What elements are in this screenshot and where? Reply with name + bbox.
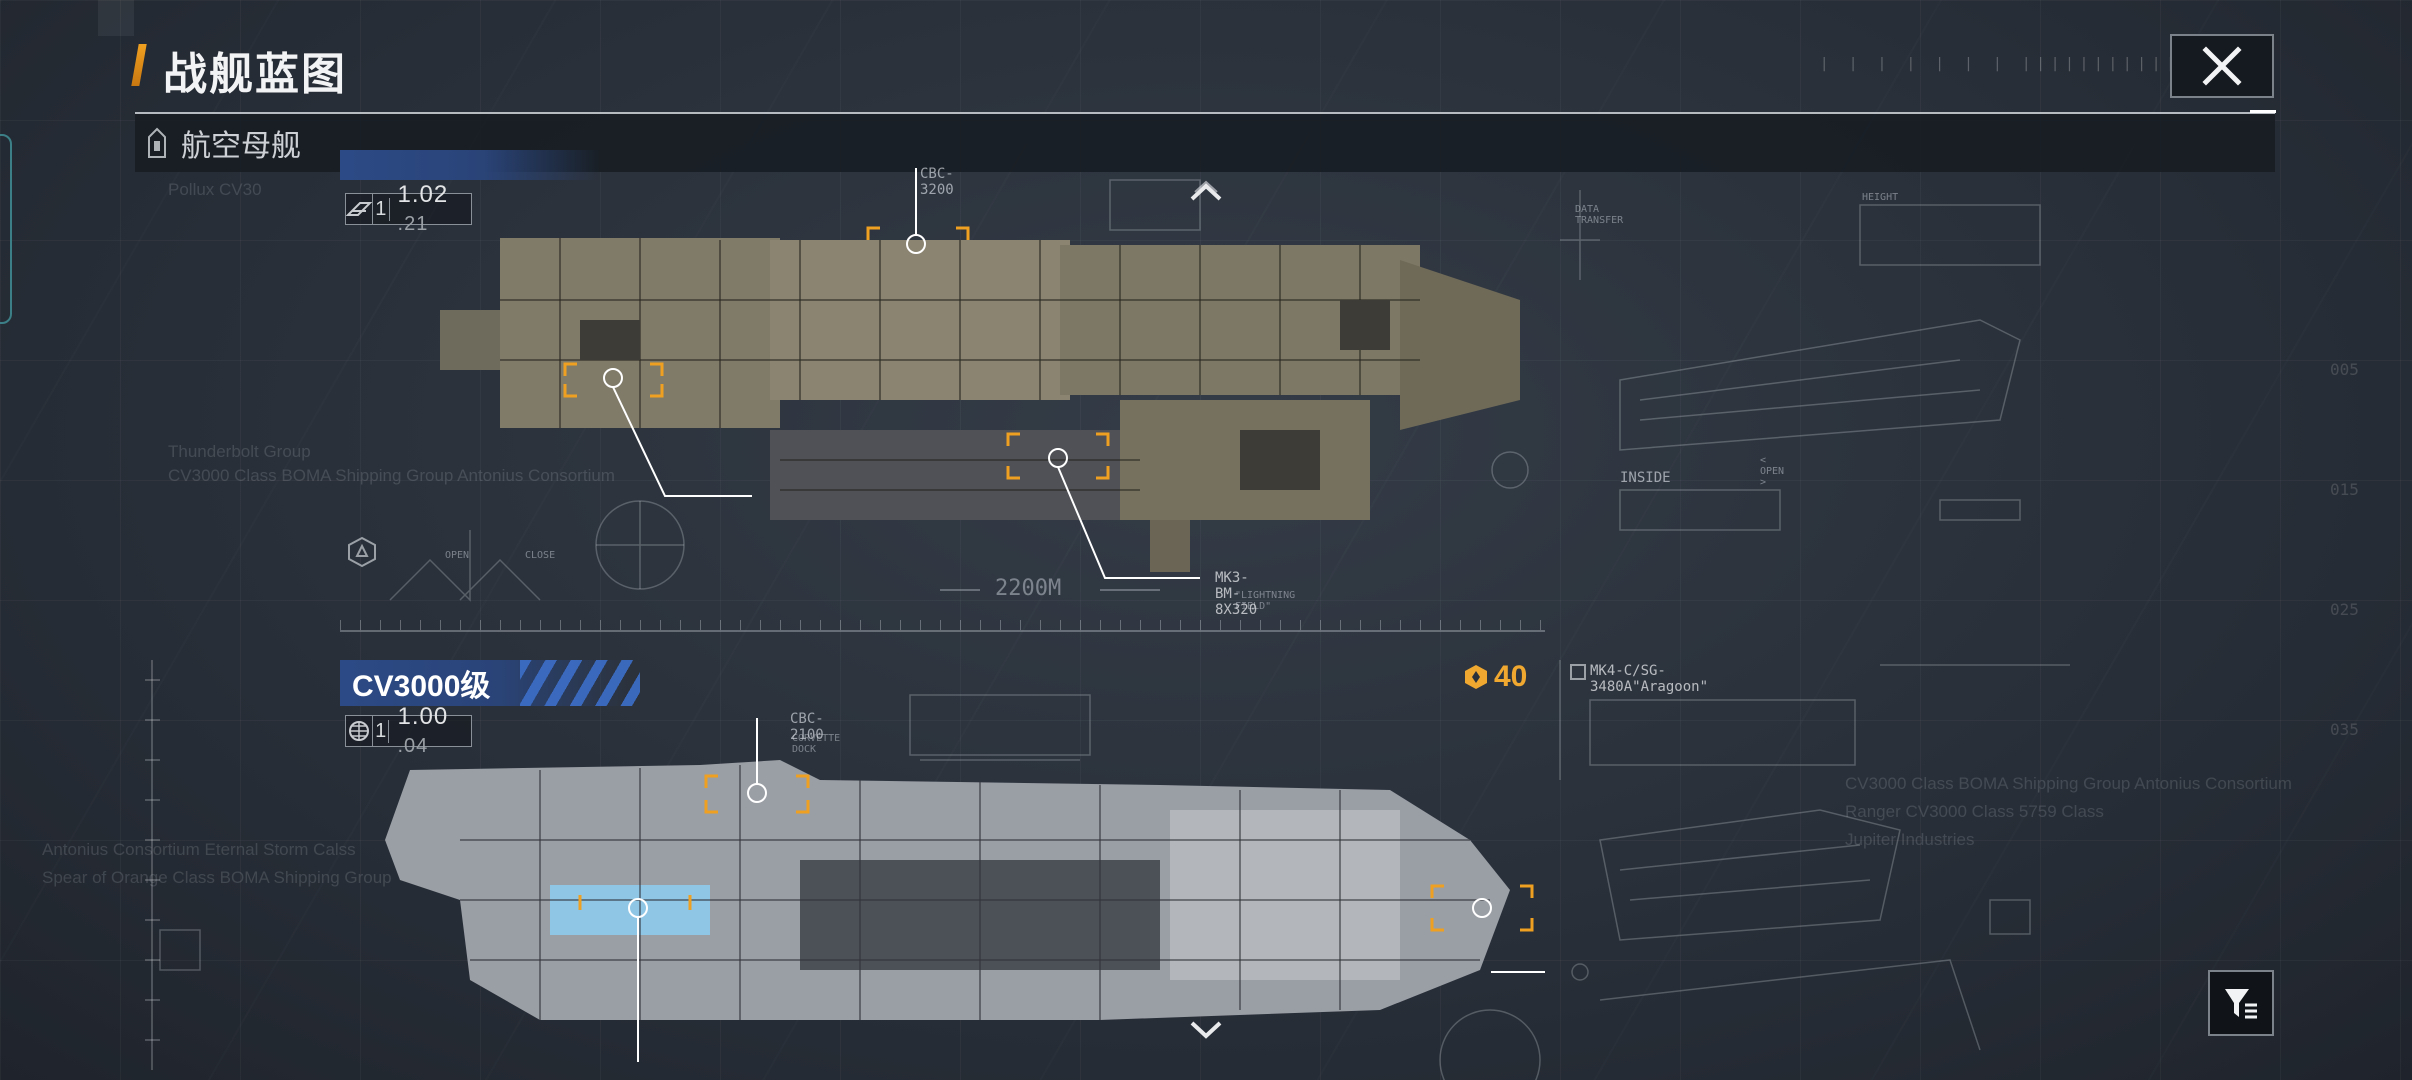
filter-icon — [2225, 989, 2257, 1019]
ship-2-power: 40 — [1462, 660, 1527, 694]
side-drawer-handle[interactable] — [0, 134, 12, 324]
ship-2-part-sub: CORVETTE DOCK — [792, 733, 841, 755]
diagram-label: OPEN — [445, 550, 470, 561]
ship-1-hull[interactable] — [440, 238, 1520, 572]
top-ghost-block — [98, 0, 134, 36]
ship-2-tier: 1 — [373, 719, 390, 743]
globe-emblem-icon — [346, 716, 373, 746]
header-divider — [135, 112, 2275, 114]
edge-tick: 015 — [2330, 480, 2359, 499]
ghost-text: Ranger CV3000 Class 5759 Class — [1845, 802, 2104, 821]
page-title: 战舰蓝图 — [163, 49, 347, 100]
close-x-icon — [2202, 46, 2242, 86]
ship-2-class-tab: CV3000级 — [340, 660, 640, 706]
chevron-down-icon — [1190, 1021, 1222, 1039]
length-ruler — [340, 620, 1545, 632]
power-emblem-icon — [1465, 665, 1487, 689]
scroll-down-button[interactable] — [1186, 1015, 1226, 1045]
ship-2-hull[interactable] — [385, 760, 1510, 1020]
scroll-up-button[interactable] — [1186, 176, 1226, 206]
ghost-text: CV3000 Class BOMA Shipping Group Antoniu… — [168, 466, 615, 485]
diagram-label: DATA TRANSFER — [1575, 204, 1624, 226]
ship-2-version-badge: 1 1.00 .04 — [345, 703, 472, 757]
ghost-text: Antonius Consortium Eternal Storm Calss — [42, 840, 356, 859]
ghost-text: Thunderbolt Group — [168, 442, 311, 461]
edge-tick: 035 — [2330, 720, 2359, 739]
carrier-icon — [148, 127, 166, 158]
ship-1-class-tab — [340, 150, 600, 180]
header-divider-cap — [2250, 110, 2276, 113]
header-barcode: | | | | | | | ||||||||||| — [1820, 56, 2181, 72]
ship-2-class-name: CV3000级 — [352, 670, 491, 703]
weapon-slot-icon — [1570, 664, 1586, 680]
ship-2-weapon-label: MK4-C/SG-3480A"Aragoon" — [1590, 663, 1709, 695]
ship-2-part-label: CBC-2100 — [790, 711, 824, 743]
edge-tick: 025 — [2330, 600, 2359, 619]
hexagon-marker-icon — [348, 536, 376, 568]
ship-1-part-label: CBC-3200 — [920, 166, 954, 198]
close-button[interactable] — [2170, 34, 2274, 98]
diagram-label: CLOSE — [525, 550, 556, 561]
ghost-text: Spear of Orange Class BOMA Shipping Grou… — [42, 868, 392, 887]
ship-1-weapon-label: MK3-BM-8X320 — [1215, 570, 1258, 618]
ghost-subtitle: Pollux CV30 — [168, 180, 262, 199]
faction-emblem-icon — [346, 194, 373, 224]
ghost-text: Jupiter Industries — [1845, 830, 1975, 849]
ship-1-weapon-sub: "LIGHTNING FIELD" — [1235, 590, 1296, 612]
ship-1-length: 2200M — [995, 576, 1062, 601]
diagram-label: INSIDE — [1620, 470, 1671, 486]
category-label: 航空母舰 — [181, 129, 301, 164]
diagram-label: < OPEN > — [1760, 455, 1785, 488]
ship-2-version: 1.00 .04 — [397, 703, 449, 757]
diagram-label: HEIGHT — [1862, 192, 1899, 203]
class-tab-stripes — [520, 660, 640, 706]
ship-1-version-badge: 1 1.02 .21 — [345, 181, 472, 235]
edge-tick: 005 — [2330, 360, 2359, 379]
ship-1-version: 1.02 .21 — [397, 181, 449, 235]
filter-button[interactable] — [2208, 970, 2274, 1036]
chevron-up-icon — [1190, 180, 1222, 201]
ghost-text: CV3000 Class BOMA Shipping Group Antoniu… — [1845, 774, 2292, 793]
ship-1-tier: 1 — [373, 197, 390, 221]
